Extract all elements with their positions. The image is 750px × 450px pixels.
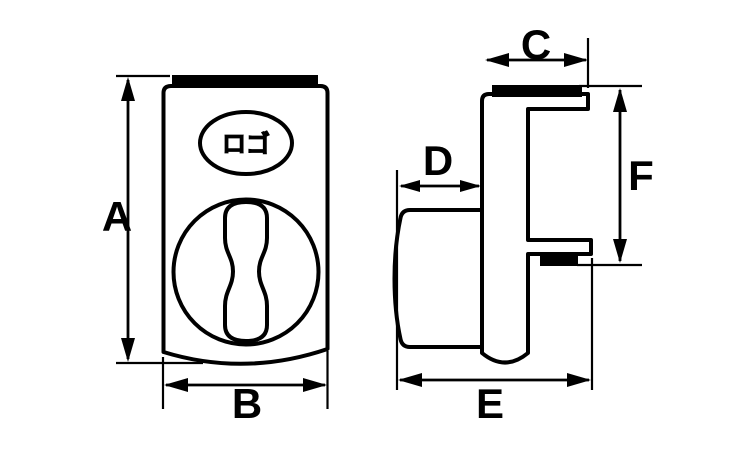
dim-B-label: B [232,380,262,427]
logo-ellipse [198,110,294,176]
dimension-F: F [577,84,654,267]
dim-E-arrow-left [398,373,422,387]
front-top-trim-bar [172,75,318,86]
side-top-trim-bar [492,85,582,97]
dimension-E: E [398,258,594,427]
dimension-C: C [485,21,590,88]
dim-D-arrow-right [460,180,481,192]
dim-F-arrow-down [613,239,627,263]
dim-B-arrow-left [164,378,188,392]
dim-C-arrow-right [564,53,588,67]
dim-C-arrow-left [485,53,509,67]
dim-E-label: E [476,380,504,427]
dim-C-label: C [521,21,551,68]
side-plate-outline [480,92,593,365]
side-view [392,85,593,365]
side-bottom-trim-bar [540,254,578,266]
dimension-B: B [161,351,329,427]
side-cylinder [392,208,482,349]
dim-F-label: F [628,152,654,199]
dim-A-label: A [102,193,132,240]
front-view: ロゴ [161,75,330,366]
dim-F-arrow-up [613,88,627,112]
dimension-A: A [102,74,203,365]
dim-D-arrow-left [399,180,420,192]
dimension-D: D [395,137,481,390]
dim-B-arrow-right [303,378,327,392]
dim-A-arrow-up [121,77,135,101]
dim-D-label: D [423,137,453,184]
dim-A-arrow-down [121,338,135,362]
turn-knob [223,200,269,343]
logo-text: ロゴ [222,130,270,158]
dim-E-arrow-right [567,373,591,387]
